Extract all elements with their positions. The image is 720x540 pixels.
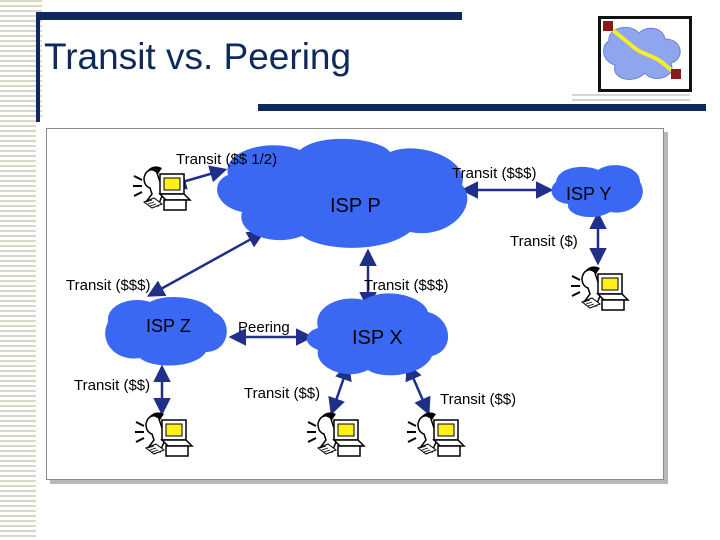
link-lines <box>146 165 607 416</box>
bottom-rule <box>258 104 706 111</box>
isp-x-cloud <box>306 293 449 376</box>
isp-p-label: ISP P <box>330 195 381 217</box>
link-label-y-user: Transit ($) <box>510 233 578 250</box>
link-label-p-x: Transit ($$$) <box>364 277 448 294</box>
network-map-logo <box>598 16 692 92</box>
computer-user-icon <box>132 165 191 211</box>
isp-z-label: ISP Z <box>146 316 191 336</box>
isp-z-cloud <box>105 297 227 366</box>
page-title: Transit vs. Peering <box>44 36 352 77</box>
computer-user-icon <box>134 411 193 457</box>
isp-x-label: ISP X <box>352 327 403 349</box>
link-label-z-x: Peering <box>238 319 290 336</box>
isp-y-label: ISP Y <box>566 184 611 204</box>
link-label-x-user-right: Transit ($$) <box>440 391 516 408</box>
link-label-p-y: Transit ($$$) <box>452 165 536 182</box>
isp-y-cloud <box>551 165 643 218</box>
computer-user-icon <box>570 265 629 311</box>
computer-user-icon <box>406 411 465 457</box>
right-stripe-decoration <box>572 94 690 104</box>
link-label-user-p: Transit ($$ 1/2) <box>176 151 277 168</box>
computer-user-icon <box>306 411 365 457</box>
link-label-p-z: Transit ($$$) <box>66 277 150 294</box>
link-label-z-user: Transit ($$) <box>74 377 150 394</box>
left-stripe-decoration <box>0 0 36 540</box>
top-rule <box>38 12 462 20</box>
link-label-x-user: Transit ($$) <box>244 385 320 402</box>
isp-p-cloud <box>217 138 468 248</box>
title-rule-vertical <box>36 12 40 122</box>
